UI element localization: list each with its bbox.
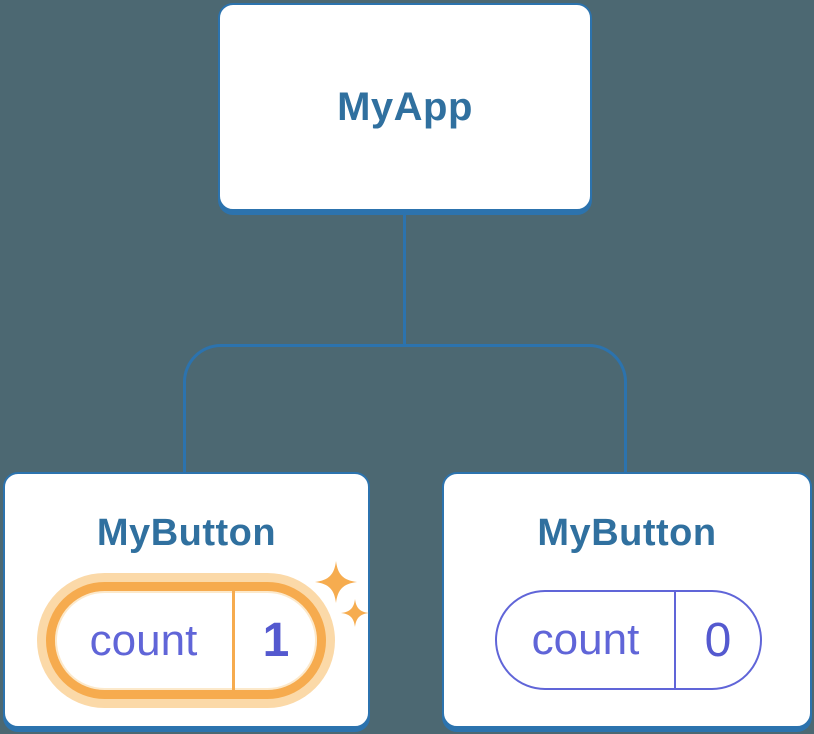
button-node-active-title: MyButton	[96, 512, 277, 554]
app-node: MyApp	[218, 3, 592, 211]
state-pill-active: count 1	[46, 582, 326, 699]
button-node-active: MyButton count 1	[3, 472, 370, 728]
button-node-default: MyButton count 0	[442, 472, 812, 728]
state-pill-default: count 0	[495, 590, 762, 690]
sparkles-icon	[315, 561, 369, 627]
button-node-default-title: MyButton	[537, 512, 717, 554]
state-label: count	[531, 615, 640, 664]
state-divider	[674, 592, 676, 688]
state-value: 1	[262, 614, 290, 667]
connector-fork	[183, 344, 627, 472]
connector-stem	[403, 211, 406, 347]
state-divider	[232, 591, 235, 690]
state-label: count	[89, 615, 198, 665]
state-value: 0	[704, 613, 732, 667]
app-node-title: MyApp	[337, 84, 473, 129]
